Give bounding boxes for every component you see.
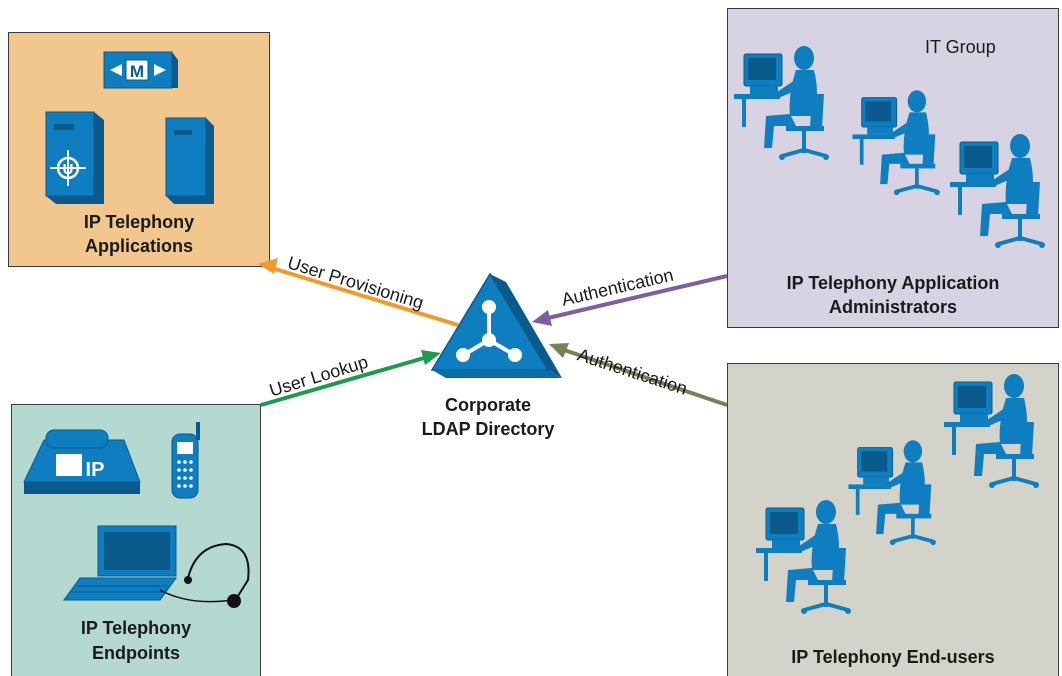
applications-label-line1: IP Telephony: [83, 212, 195, 232]
headset-icon: [159, 542, 250, 608]
server-icon: [165, 117, 214, 204]
admin-person-icon: [732, 44, 1047, 250]
endpoints-label-line2: Endpoints: [92, 643, 180, 663]
user-provisioning-arrow: [271, 266, 459, 327]
admin-authentication-arrowhead: [532, 310, 552, 326]
enduser-authentication-arrowhead: [549, 343, 569, 358]
user-lookup-arrow: [260, 356, 425, 407]
call-manager-letter: M: [130, 62, 144, 81]
directory-label-line2: LDAP Directory: [421, 419, 555, 439]
endpoints-label-line1: IP Telephony: [80, 618, 192, 638]
directory-label-line1: Corporate: [444, 395, 531, 415]
admins-label-line1: IP Telephony Application: [786, 273, 1000, 293]
unity-server-icon: U: [45, 111, 104, 204]
user-lookup-arrowhead: [421, 350, 441, 365]
wireless-phone-icon: [171, 422, 200, 499]
laptop-icon: [63, 525, 177, 601]
it-group-label: IT Group: [925, 37, 996, 57]
endusers-label: IP Telephony End-users: [791, 647, 995, 667]
call-manager-icon: M: [103, 51, 178, 89]
enduser-person-icon: [754, 372, 1041, 616]
enduser-authentication-arrow: [563, 348, 728, 407]
ip-phone-icon: IP: [23, 429, 141, 494]
user-provisioning-arrowhead: [258, 258, 278, 274]
admin-authentication-arrow: [547, 274, 728, 320]
admins-label-line2: Administrators: [828, 297, 958, 317]
applications-label-line2: Applications: [84, 236, 193, 256]
ip-phone-text: IP: [86, 459, 105, 481]
endpoints-box: IP Telephony Endpoints: [11, 404, 261, 676]
ldap-directory-icon: [430, 272, 562, 378]
